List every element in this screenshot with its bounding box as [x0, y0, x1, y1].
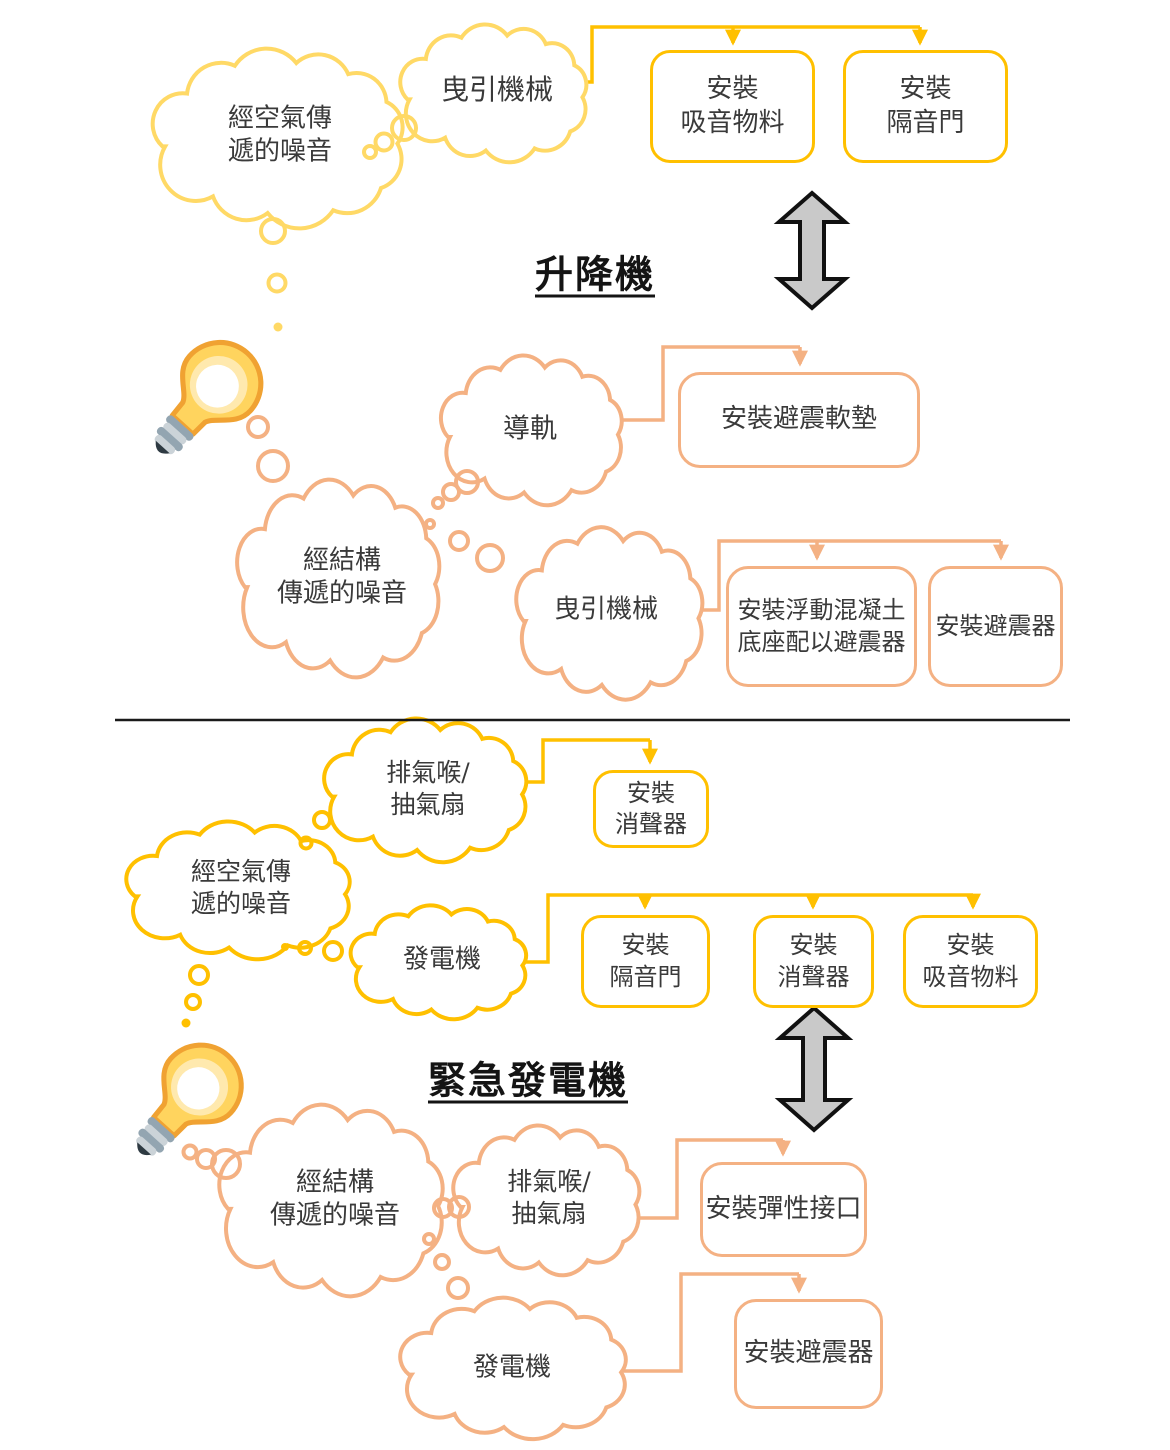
label-lift-structure-noise: 經結構 傳遞的噪音: [276, 545, 408, 609]
double-arrow-icon: [773, 190, 851, 311]
light-bulb-icon: [128, 326, 277, 479]
double-arrow-icon: [774, 1005, 854, 1133]
connector-lift-rail-to-pad: [617, 345, 808, 422]
label-lift-guide-rail: 導軌: [503, 413, 557, 445]
connector-lift-traction-to-isolators: [699, 539, 1009, 612]
connector-gen-exhaust-to-flexible: [633, 1138, 791, 1220]
label-gen-generator-structure: 發電機: [472, 1352, 552, 1383]
lift-section-title: 升降機: [534, 251, 656, 297]
label-gen-structure-noise: 經結構 傳遞的噪音: [269, 1167, 401, 1231]
connector-gen-exhaust-to-silencer: [518, 738, 658, 784]
label-lift-airborne-noise: 經空氣傳 遞的噪音: [227, 103, 333, 167]
box-install-sound-absorbing-material: 安裝 吸音物料: [650, 50, 815, 163]
box-install-vibration-pad: 安裝避震軟墊: [678, 372, 920, 468]
box-install-floating-concrete-base: 安裝浮動混凝土 底座配以避震器: [726, 566, 917, 687]
generator-section-title: 緊急發電機: [427, 1057, 629, 1103]
box-install-vibration-isolator-gen: 安裝避震器: [734, 1299, 883, 1409]
label-lift-traction-machinery: 曳引機械: [440, 73, 554, 107]
bubble-trail-gold: [181, 810, 344, 1028]
bubble-trail-light-yellow: [259, 114, 418, 332]
box-install-silencer-exhaust: 安裝 消聲器: [593, 770, 709, 848]
box-install-silencer-gen: 安裝 消聲器: [753, 915, 874, 1008]
box-install-sound-absorbing-material-gen: 安裝 吸音物料: [903, 915, 1038, 1008]
label-gen-exhaust-fan-structure: 排氣喉/ 抽氣扇: [507, 1167, 591, 1228]
box-install-vibration-isolator: 安裝避震器: [928, 566, 1063, 687]
label-gen-generator-airborne: 發電機: [402, 944, 482, 975]
box-install-flexible-connector: 安裝彈性接口: [700, 1162, 867, 1257]
label-gen-exhaust-fan-airborne: 排氣喉/ 抽氣扇: [386, 758, 470, 819]
label-gen-airborne-noise: 經空氣傳 遞的噪音: [190, 857, 292, 918]
bubble-trail-orange: [181, 415, 505, 1300]
box-install-acoustic-door-gen: 安裝 隔音門: [581, 915, 710, 1008]
box-install-acoustic-door: 安裝 隔音門: [843, 50, 1008, 163]
connector-gen-generator-to-isolator: [623, 1272, 807, 1373]
label-lift-traction-machinery-structure: 曳引機械: [553, 594, 659, 625]
connector-gen-generator-to-measures: [523, 893, 981, 964]
